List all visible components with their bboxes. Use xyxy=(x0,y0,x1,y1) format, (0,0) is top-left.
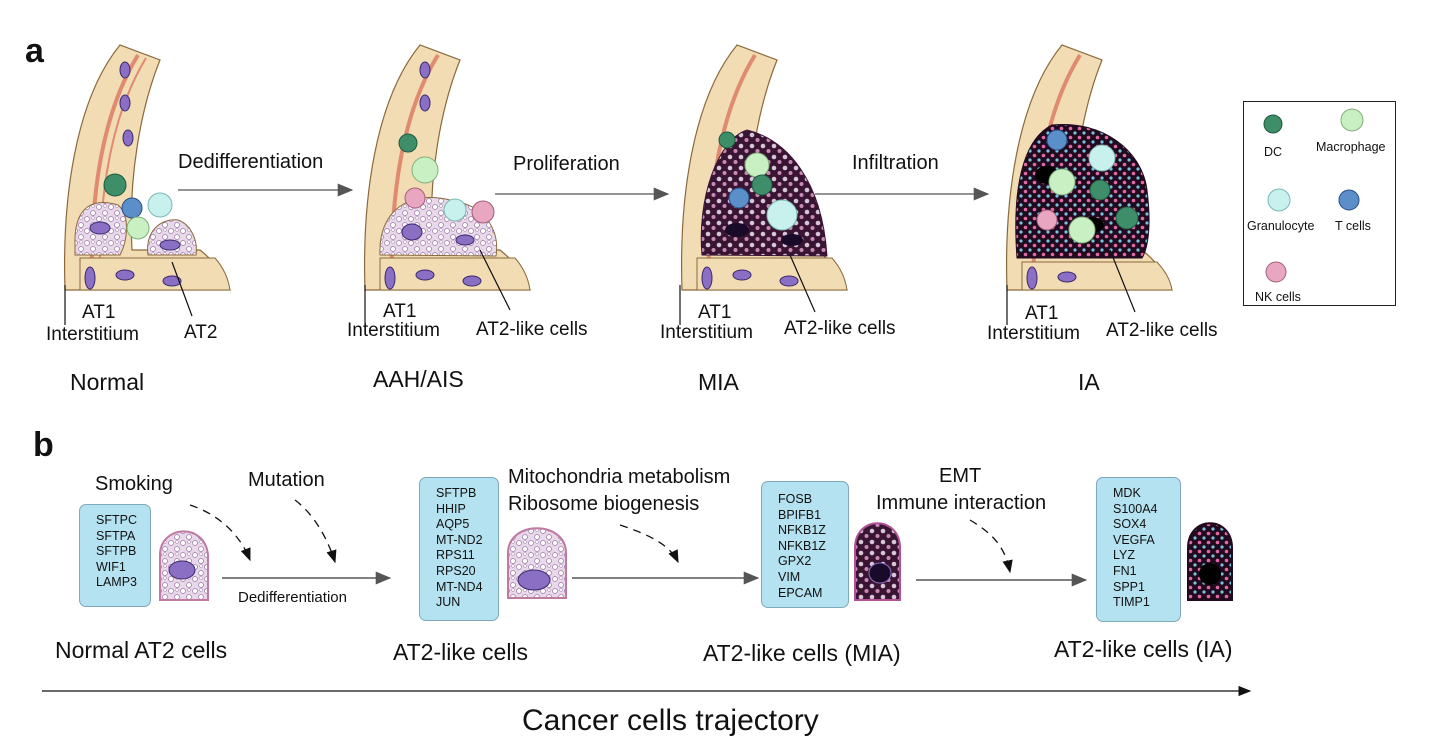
dashed-arrow-emt xyxy=(969,519,1013,574)
alveolus-normal xyxy=(64,44,231,291)
panel-b-letter: b xyxy=(33,426,54,464)
gene: GPX2 xyxy=(778,554,812,569)
interstitium-label-4: Interstitium xyxy=(987,323,1080,344)
legend-granulocyte-label: Granulocyte xyxy=(1247,219,1315,233)
panel-a-leader-lines xyxy=(64,249,1136,325)
nk-cell-icon xyxy=(1265,261,1287,283)
transition-label-3: Infiltration xyxy=(852,152,939,174)
gene: NFKB1Z xyxy=(778,538,826,553)
gene: MT-ND2 xyxy=(436,532,483,547)
stage-title-aah: AAH/AIS xyxy=(373,366,464,392)
legend-macrophage-label: Macrophage xyxy=(1316,140,1386,154)
gene: SOX4 xyxy=(1113,517,1147,532)
gene: RPS11 xyxy=(436,548,475,563)
gene: LYZ xyxy=(1113,548,1135,563)
legend-dc-label: DC xyxy=(1264,145,1283,159)
gene: JUN xyxy=(436,595,461,610)
at2-like-label-2: AT2-like cells xyxy=(784,318,896,339)
gene: TIMP1 xyxy=(1113,595,1150,610)
gene-box-at2-like: SFTPB HHIP AQP5 MT-ND2 RPS11 RPS20 MT-ND… xyxy=(419,477,499,621)
stage-title-normal: Normal xyxy=(70,369,145,395)
at2-like-label-3: AT2-like cells xyxy=(1106,320,1218,341)
dashed-arrow-smoking xyxy=(189,504,251,562)
gene: VIM xyxy=(778,569,801,584)
gene: SFTPA xyxy=(96,528,136,543)
at1-label-2: AT1 xyxy=(383,301,417,322)
factor-immune: Immune interaction xyxy=(876,492,1047,514)
factor-mito: Mitochondria metabolism xyxy=(508,466,731,488)
gene: VEGFA xyxy=(1113,532,1155,547)
cell-normal-at2 xyxy=(159,530,209,601)
cell-at2-like-mia xyxy=(854,522,901,601)
at1-label-1: AT1 xyxy=(82,302,116,323)
gene: SFTPB xyxy=(96,544,137,559)
gene: SPP1 xyxy=(1113,579,1145,594)
gene: EPCAM xyxy=(778,585,823,600)
interstitium-label-1: Interstitium xyxy=(46,324,139,345)
stage-title-ia: IA xyxy=(1078,369,1100,395)
b-stage-normal: Normal AT2 cells xyxy=(55,637,228,663)
gene: FN1 xyxy=(1113,563,1137,578)
transition-label-1: Dedifferentiation xyxy=(178,151,324,173)
legend-nk-cells-label: NK cells xyxy=(1255,290,1301,304)
gene: LAMP3 xyxy=(96,575,137,590)
alveolus-ia xyxy=(1006,44,1173,291)
alveolus-mia xyxy=(681,44,848,291)
gene: NFKB1Z xyxy=(778,523,826,538)
gene-box-mia: FOSB BPIFB1 NFKB1Z NFKB1Z GPX2 VIM EPCAM xyxy=(761,481,849,608)
gene: SFTPB xyxy=(436,486,477,500)
gene-box-ia: MDK S100A4 SOX4 VEGFA LYZ FN1 SPP1 TIMP1 xyxy=(1096,477,1181,622)
factor-mutation: Mutation xyxy=(248,469,325,491)
gene: AQP5 xyxy=(436,517,470,532)
b-stage-ia: AT2-like cells (IA) xyxy=(1054,636,1233,662)
gene: MT-ND4 xyxy=(436,579,483,594)
legend-icons xyxy=(1263,108,1364,283)
b-stage-at2-like: AT2-like cells xyxy=(393,639,529,665)
t-cell-icon xyxy=(1338,189,1360,211)
cell-at2-like xyxy=(507,527,567,599)
gene: MDK xyxy=(1113,486,1141,500)
macrophage-icon xyxy=(1340,108,1364,132)
gene: FOSB xyxy=(778,492,813,506)
gene-box-normal: SFTPC SFTPA SFTPB WIF1 LAMP3 xyxy=(79,504,151,607)
factor-smoking: Smoking xyxy=(95,473,173,495)
transition-label-2: Proliferation xyxy=(513,153,620,175)
gene: S100A4 xyxy=(1113,501,1158,516)
at1-label-4: AT1 xyxy=(1025,303,1059,324)
dashed-arrow-mutation xyxy=(294,499,337,564)
stage-title-mia: MIA xyxy=(698,369,739,395)
at1-label-3: AT1 xyxy=(698,302,732,323)
b-stage-mia: AT2-like cells (MIA) xyxy=(703,640,901,666)
gene: SFTPC xyxy=(96,513,137,527)
gene: RPS20 xyxy=(436,563,476,578)
gene: BPIFB1 xyxy=(778,507,822,522)
dashed-arrow-metabolism xyxy=(619,524,679,564)
alveolus-aah xyxy=(364,44,531,291)
factor-emt: EMT xyxy=(939,465,982,487)
interstitium-label-2: Interstitium xyxy=(347,320,440,341)
legend-t-cells-label: T cells xyxy=(1335,219,1371,233)
cell-type-legend: DC Macrophage Granulocyte T cells NK cel… xyxy=(1243,101,1396,306)
trajectory-label: Cancer cells trajectory xyxy=(522,704,819,737)
factor-ribo: Ribosome biogenesis xyxy=(508,493,700,515)
granulocyte-icon xyxy=(1267,188,1291,212)
cell-at2-like-ia xyxy=(1187,522,1233,601)
gene: WIF1 xyxy=(96,559,126,574)
factor-dedifferentiation: Dedifferentiation xyxy=(238,589,347,606)
gene: HHIP xyxy=(436,501,466,516)
at2-label: AT2 xyxy=(184,322,218,343)
at2-like-label-1: AT2-like cells xyxy=(476,319,588,340)
interstitium-label-3: Interstitium xyxy=(660,322,753,343)
panel-a-letter: a xyxy=(25,32,44,70)
dc-icon xyxy=(1263,114,1283,134)
